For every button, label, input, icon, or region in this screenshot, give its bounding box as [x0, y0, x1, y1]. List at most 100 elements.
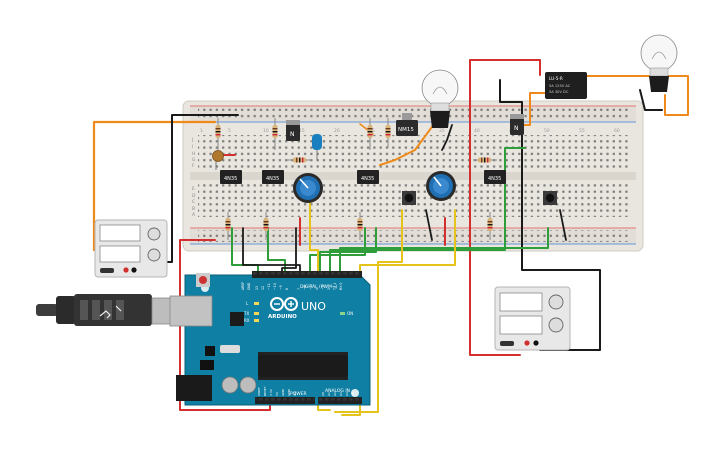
resistor[interactable] — [287, 157, 312, 163]
row-letter: J — [191, 137, 193, 143]
wire-orange-lamp-right[interactable] — [565, 75, 689, 116]
analog-header-label: ANALOG IN — [325, 388, 350, 394]
optocoupler-label: 4N35 — [224, 176, 237, 182]
wire-black-right[interactable] — [499, 79, 601, 351]
row-letter: H — [192, 151, 195, 157]
pin-label: 7 — [297, 288, 301, 290]
pin-label: A2 — [333, 392, 337, 396]
usb-cable — [36, 294, 189, 326]
arduino-uno[interactable]: L TX RX ON ARDUINO UNO DIGITAL (PWM~) PO… — [169, 271, 371, 406]
resistor[interactable] — [272, 118, 278, 150]
pin-label: ~3 — [321, 285, 325, 290]
pin-label: 12 — [261, 286, 265, 290]
lamp-middle[interactable] — [421, 69, 459, 128]
capacitor[interactable] — [312, 134, 322, 160]
optocoupler[interactable]: 4N35 — [262, 170, 284, 184]
wire-black-lamp-right[interactable] — [639, 89, 663, 111]
row-letter: G — [192, 157, 196, 163]
on-label: ON — [347, 311, 353, 316]
optocoupler-label: 4N35 — [266, 176, 279, 182]
pin-label: TX 1 — [333, 283, 337, 291]
wire-black-gnd-4[interactable] — [559, 209, 567, 241]
wire-black-left[interactable] — [164, 114, 239, 263]
resistor[interactable] — [367, 118, 373, 150]
pin-label: 8 — [285, 288, 289, 290]
wire-black-gnd-3[interactable] — [425, 209, 433, 241]
pin-label: 5V — [275, 391, 279, 396]
photoresistor[interactable] — [212, 150, 224, 171]
column-number: 10 — [263, 128, 269, 134]
optocoupler[interactable]: 4N35 — [357, 170, 379, 184]
wire-green-2[interactable] — [267, 227, 286, 279]
pushbutton[interactable] — [543, 191, 557, 205]
relay[interactable]: LU-5-R 5A 125V AC 5A 30V DC — [545, 72, 587, 99]
optocoupler[interactable]: 4N35 — [220, 170, 242, 184]
pin-label: A4 — [345, 392, 349, 396]
resistor[interactable] — [263, 212, 269, 240]
potentiometer[interactable] — [293, 173, 323, 203]
row-letter: F — [192, 163, 195, 169]
potentiometer[interactable] — [426, 171, 456, 201]
pin-label: A5 — [351, 392, 355, 396]
optocoupler[interactable]: 4N35 — [484, 170, 506, 184]
wire-yellow-1[interactable] — [309, 194, 331, 411]
pin-label: 4 — [315, 288, 319, 290]
pin-label: IOREF — [257, 387, 261, 396]
resistor[interactable] — [385, 118, 391, 148]
pin-label: RESET — [263, 386, 267, 396]
row-letter: D — [192, 193, 196, 199]
optocoupler-label: 4N35 — [361, 176, 374, 182]
wire-red-right[interactable] — [469, 239, 521, 356]
wire-green-5[interactable] — [329, 147, 526, 279]
transistor-label: N — [290, 131, 295, 138]
column-number: 20 — [334, 128, 340, 134]
wire-black-lamp-mid[interactable] — [441, 124, 453, 151]
pushbutton[interactable] — [402, 191, 416, 205]
resistor[interactable] — [487, 212, 493, 240]
resistor[interactable] — [225, 212, 231, 240]
wire-green-3[interactable] — [309, 227, 366, 279]
pin-label: Vin — [293, 391, 297, 396]
pin-label: 2 — [327, 288, 331, 290]
power-header-label: POWER — [290, 391, 307, 397]
wire-green-4[interactable] — [319, 227, 377, 279]
transistor[interactable]: N — [510, 114, 524, 135]
mosfet-label: NM15 — [398, 127, 414, 133]
power-supply-right[interactable] — [494, 286, 571, 351]
wire-orange-relay[interactable] — [519, 92, 546, 126]
mosfet[interactable]: NM15 — [396, 113, 418, 136]
board-model: UNO — [301, 300, 326, 313]
pin-label: ~9 — [279, 285, 283, 290]
resistor[interactable] — [473, 157, 497, 163]
wire-orange-lamp-mid[interactable] — [379, 119, 438, 166]
pin-label: A1 — [327, 392, 331, 396]
power-supply-left[interactable] — [94, 219, 168, 278]
pin-label: RX 0 — [339, 283, 343, 290]
led-label: TX — [243, 311, 249, 316]
optocoupler-label: 4N35 — [488, 176, 501, 182]
row-letter: E — [192, 186, 195, 192]
pin-label: ~6 — [303, 285, 307, 290]
column-number: 55 — [579, 128, 585, 134]
wire-red-top[interactable] — [469, 59, 541, 241]
arduino-logo — [270, 297, 298, 311]
resistor[interactable] — [215, 118, 221, 150]
pin-label: GND — [247, 282, 251, 290]
wire-yellow-3[interactable] — [341, 209, 456, 416]
resistor[interactable] — [357, 212, 363, 240]
row-letter: B — [192, 206, 195, 212]
pin-label: GND — [287, 388, 291, 396]
led-label: RX — [244, 318, 250, 323]
wire-red-5v[interactable] — [179, 239, 271, 411]
pin-label: A0 — [321, 392, 325, 396]
pin-label: AREF — [241, 282, 245, 290]
pin-label: 13 — [255, 286, 259, 290]
components: N N NM15 4N35 4N35 4N35 4N35 — [212, 113, 557, 240]
wire-yellow-2[interactable] — [334, 209, 403, 413]
transistor[interactable]: N — [286, 120, 300, 141]
lamp-right[interactable] — [640, 34, 678, 92]
wire-green-6[interactable] — [339, 227, 549, 279]
column-number: 50 — [544, 128, 550, 134]
